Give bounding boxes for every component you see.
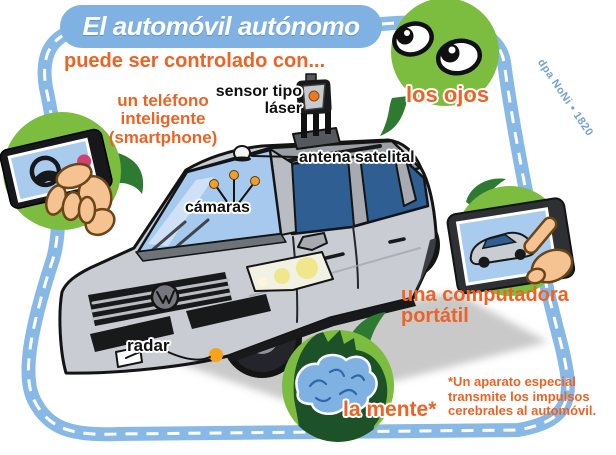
label-laser-sensor: sensor tipo láser bbox=[215, 83, 302, 117]
c-pillar bbox=[393, 151, 417, 207]
door-handle bbox=[324, 252, 345, 260]
footnote: *Un aparato especial transmite los impul… bbox=[448, 374, 597, 419]
steering-wheel-icon bbox=[29, 155, 62, 188]
road-center-line bbox=[26, 20, 570, 436]
smartphone-bubble bbox=[0, 112, 144, 237]
subtitle: puede ser controlado con... bbox=[64, 50, 326, 72]
laser-sensor-icon bbox=[292, 73, 341, 150]
door-handle bbox=[388, 237, 406, 244]
side-marker-light bbox=[209, 348, 223, 362]
label-eyes: los ojos bbox=[405, 82, 490, 107]
laptop-bubble bbox=[446, 178, 576, 296]
brain-icon bbox=[295, 353, 378, 416]
b-pillar bbox=[347, 155, 369, 227]
mind-bubble bbox=[282, 312, 394, 442]
cameras-icon bbox=[209, 170, 260, 207]
label-radar: radar bbox=[127, 336, 170, 355]
bubble-tail bbox=[380, 96, 408, 136]
car-illustration bbox=[58, 73, 440, 378]
page-title: El automóvil autónomo bbox=[82, 11, 360, 41]
side-mirror bbox=[297, 232, 328, 251]
label-cameras: cámaras bbox=[185, 199, 250, 216]
label-laptop: una computadora portátil bbox=[401, 284, 569, 327]
label-satellite-antenna: antena satelital bbox=[299, 149, 415, 166]
label-mind: la mente* bbox=[343, 398, 437, 421]
pointing-hand-icon bbox=[523, 216, 574, 285]
hand-icon bbox=[45, 162, 116, 237]
eyes-icon bbox=[392, 21, 483, 76]
label-smartphone: un teléfono inteligente (smartphone) bbox=[108, 91, 218, 147]
eyes-bubble bbox=[380, 0, 499, 136]
title-banner: El automóvil autónomo bbox=[60, 5, 382, 48]
